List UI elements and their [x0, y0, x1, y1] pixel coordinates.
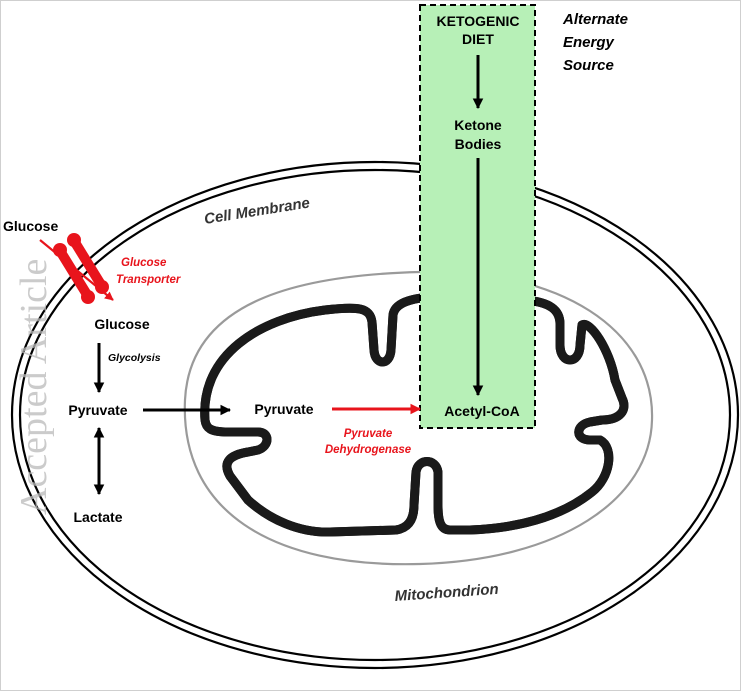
- cell-membrane-label: Cell Membrane: [203, 194, 311, 227]
- glucose-transporter-icon: [53, 233, 109, 304]
- ketogenic-diet-label-1: KETOGENIC: [437, 13, 520, 29]
- glucose-transporter-label-2: Transporter: [116, 274, 181, 286]
- acetyl-coa-label: Acetyl-CoA: [444, 403, 519, 419]
- pyruvate-dehydrogenase-label-2: Dehydrogenase: [325, 444, 412, 456]
- accepted-article-watermark: Accepted Article: [13, 259, 55, 515]
- glucose-inside-label: Glucose: [94, 316, 149, 332]
- cell-membrane-inner: [18, 168, 732, 662]
- cell-membrane-outer: [10, 160, 740, 670]
- glucose-transporter-label-1: Glucose: [121, 257, 167, 269]
- mitochondrion-label: Mitochondrion: [394, 581, 499, 605]
- ketogenic-diet-label-2: DIET: [462, 31, 494, 47]
- alternate-label-1: Alternate: [562, 11, 628, 28]
- pyruvate-dehydrogenase-label-1: Pyruvate: [344, 428, 393, 440]
- lactate-label: Lactate: [73, 509, 122, 525]
- ketone-bodies-label-2: Bodies: [455, 136, 502, 152]
- glycolysis-label: Glycolysis: [108, 352, 161, 364]
- alternate-label-2: Energy: [563, 34, 615, 51]
- mitochondrion-outer-membrane: [183, 270, 654, 566]
- pyruvate-cytoplasm-label: Pyruvate: [68, 402, 127, 418]
- pyruvate-mitochondria-label: Pyruvate: [254, 401, 313, 417]
- arrow-glucose-transport: [39, 239, 114, 301]
- ketone-bodies-label-1: Ketone: [454, 117, 502, 133]
- alternate-label-3: Source: [563, 57, 614, 74]
- glucose-outside-label: Glucose: [3, 218, 58, 234]
